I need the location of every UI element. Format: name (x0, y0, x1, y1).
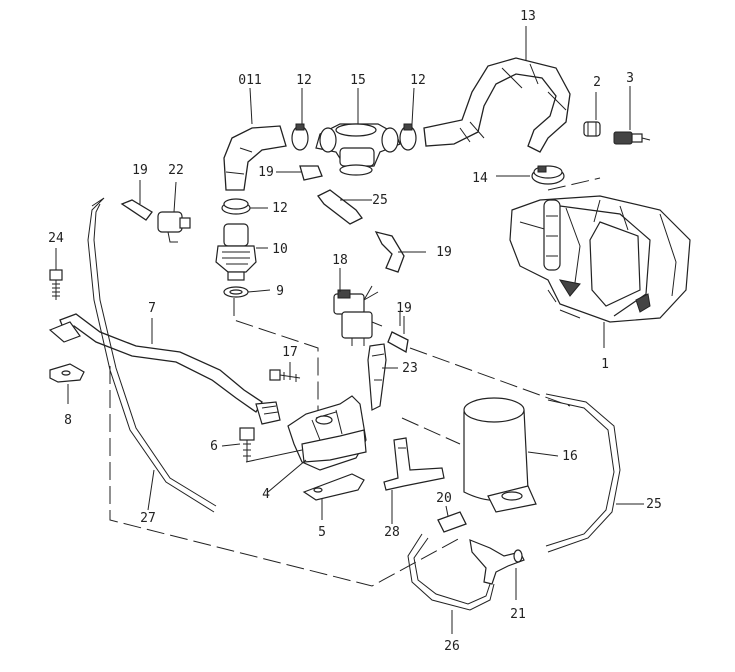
hose-part-20 (437, 511, 467, 533)
callout-23: 23 (402, 361, 418, 376)
callout-15: 15 (350, 73, 366, 88)
callout-16: 16 (562, 449, 578, 464)
gasket-part-9 (223, 286, 249, 298)
assembly-dashed-lines (109, 177, 601, 587)
hose-clamp-part-14 (531, 165, 565, 185)
hose-19-short (387, 331, 409, 354)
callout-19-right: 19 (436, 245, 452, 260)
bolt-part-17 (269, 369, 301, 382)
callout-1: 1 (601, 357, 609, 372)
callout-6: 6 (210, 439, 218, 454)
flange-part-7-mount (48, 321, 81, 343)
callout-17: 17 (282, 345, 298, 360)
callout-22: 22 (168, 163, 184, 178)
bolt-part-24 (49, 269, 63, 300)
filter-part-22 (157, 211, 191, 243)
leader-lines (55, 26, 644, 634)
bracket-part-5 (302, 473, 365, 501)
nut-part-2 (583, 121, 601, 137)
callout-14: 14 (472, 171, 488, 186)
canister-part-16 (463, 397, 537, 513)
vacuum-hose-26 (407, 533, 495, 611)
callout-25-right: 25 (646, 497, 662, 512)
bracket-part-23 (367, 343, 387, 411)
callout-9: 9 (276, 284, 284, 299)
hose-clamp-12-left (291, 123, 309, 151)
callout-26: 26 (444, 639, 460, 654)
vacuum-hose-27 (87, 197, 217, 513)
solenoid-valve-part-18 (333, 289, 383, 346)
air-pump (509, 195, 691, 323)
callout-11: 011 (238, 73, 261, 88)
callout-13: 13 (520, 9, 536, 24)
callout-labels: 1 2 3 4 5 6 7 8 9 10 011 12 12 12 13 14 … (48, 9, 662, 654)
vacuum-hose-25-upper (299, 165, 405, 273)
callout-19-upper: 19 (258, 165, 274, 180)
combination-valve-part-4 (245, 395, 367, 471)
callout-4: 4 (262, 487, 270, 502)
callout-10: 10 (272, 242, 288, 257)
callout-12-right: 12 (410, 73, 426, 88)
callout-24: 24 (48, 231, 64, 246)
callout-28: 28 (384, 525, 400, 540)
hose-19-top-left (120, 199, 153, 221)
callout-21: 21 (510, 607, 526, 622)
callout-25-upper: 25 (372, 193, 388, 208)
t-connector-part-21 (469, 539, 525, 585)
bolt-part-6 (239, 427, 255, 462)
callout-18: 18 (332, 253, 348, 268)
air-pipe-part-7 (59, 313, 281, 425)
bracket-part-28 (383, 437, 445, 491)
callout-7: 7 (148, 301, 156, 316)
check-valve-part-15 (315, 123, 401, 176)
hose-clamp-12-right (399, 123, 417, 151)
flange-gasket-part-8 (49, 363, 85, 383)
callout-19-lower: 19 (396, 301, 412, 316)
sensor-part-3 (613, 131, 651, 145)
callout-12-left: 12 (296, 73, 312, 88)
callout-27: 27 (140, 511, 156, 526)
valve-part-10 (215, 223, 257, 281)
callout-19-top-left: 19 (132, 163, 148, 178)
air-hose-part-13 (423, 57, 571, 153)
hose-clamp-12-lower (221, 198, 251, 215)
elbow-hose-part-11 (223, 125, 287, 191)
vacuum-hose-25-right (545, 393, 621, 553)
callout-12-lower: 12 (272, 201, 288, 216)
callout-3: 3 (626, 71, 634, 86)
callout-20: 20 (436, 491, 452, 506)
callout-5: 5 (318, 525, 326, 540)
callout-8: 8 (64, 413, 72, 428)
callout-2: 2 (593, 75, 601, 90)
